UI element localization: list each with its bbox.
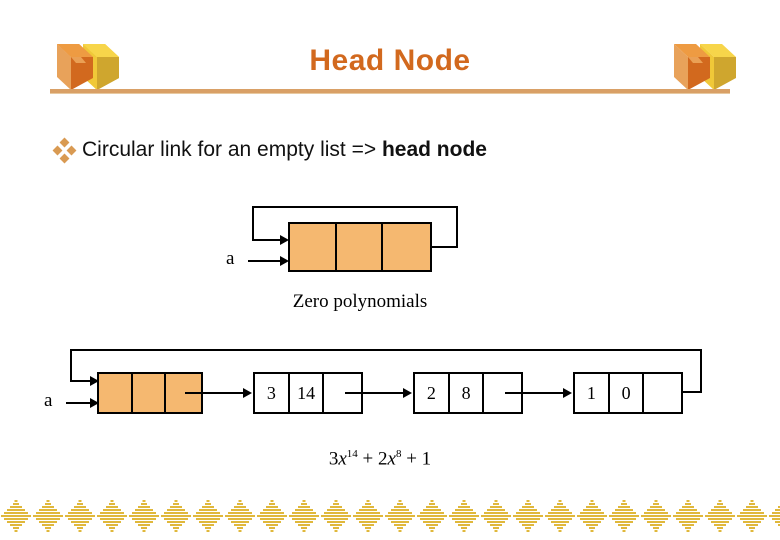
fig2-caption-c1: 3 <box>328 448 339 470</box>
striped-diamond-icon <box>64 500 96 538</box>
fig2-node-3-coef: 1 <box>575 374 610 412</box>
fig2-node-3-link <box>644 374 681 412</box>
striped-diamond-icon <box>192 500 224 538</box>
fig2-loop-arrowhead <box>90 376 99 386</box>
fig1-head-cell-1 <box>336 224 384 270</box>
footer-diamond-band <box>0 500 780 540</box>
striped-diamond-icon <box>224 500 256 538</box>
diamond-cluster-bullet-icon <box>52 137 78 164</box>
fig1-caption: Zero polynomials <box>292 291 428 312</box>
striped-diamond-icon <box>608 500 640 538</box>
striped-diamond-icon <box>768 500 780 538</box>
fig2-pointer-wire <box>66 402 96 404</box>
fig2-caption-op1: + <box>357 448 378 470</box>
fig2-node-1-arrowhead <box>403 388 412 398</box>
fig1-head-cell-0 <box>290 224 337 270</box>
fig1-pointer-label: a <box>226 248 235 269</box>
fig2-pointer-arrowhead <box>90 398 99 408</box>
fig2-node-3: 1 0 <box>573 372 683 414</box>
striped-diamond-icon <box>128 500 160 538</box>
fig1-pointer-arrowhead <box>280 256 289 266</box>
fig1-head-node <box>288 222 432 272</box>
fig2-head-cell-1 <box>132 374 167 412</box>
striped-diamond-icon <box>640 500 672 538</box>
fig2-caption-v1: x <box>338 448 347 470</box>
fig2-node-1: 3 14 <box>253 372 363 414</box>
fig2-caption-c2: 2 <box>378 448 388 470</box>
striped-diamond-icon <box>512 500 544 538</box>
striped-diamond-icon <box>544 500 576 538</box>
fig2-node-1-coef: 3 <box>255 374 290 412</box>
fig1-loop-arrowhead <box>280 235 289 245</box>
double-cube-icon-right <box>662 40 740 92</box>
fig2-head-node <box>97 372 203 414</box>
fig1-loop-right-wire <box>456 206 458 248</box>
striped-diamond-icon <box>480 500 512 538</box>
fig2-loop-top-wire <box>70 349 702 351</box>
fig2-head-link-wire <box>185 392 247 394</box>
fig1-head-cell-2 <box>383 224 430 270</box>
fig1-loop-left-wire <box>252 206 254 240</box>
fig2-caption: 3x14 + 2x8 + 1 <box>230 448 530 470</box>
fig2-head-cell-0 <box>99 374 133 412</box>
title-divider <box>50 89 730 93</box>
double-cube-icon-left <box>45 40 123 92</box>
fig2-node-2-exp: 8 <box>450 374 485 412</box>
bullet-text: Circular link for an empty list => head … <box>82 138 487 162</box>
fig2-head-link-arrowhead <box>243 388 252 398</box>
striped-diamond-icon <box>96 500 128 538</box>
striped-diamond-icon <box>704 500 736 538</box>
fig2-node-2-link-wire <box>505 392 567 394</box>
title-divider-shadow <box>50 93 730 94</box>
fig2-caption-e1: 14 <box>346 448 358 460</box>
double-cube-icon-left-svg <box>57 44 119 90</box>
bullet-text-emphasis: head node <box>381 138 487 161</box>
bullet-text-plain: Circular link for an empty list => <box>82 138 382 161</box>
fig2-loop-into-node-wire <box>70 380 96 382</box>
striped-diamond-icon <box>576 500 608 538</box>
striped-diamond-icon <box>320 500 352 538</box>
striped-diamond-icon <box>32 500 64 538</box>
fig2-loop-left-wire <box>70 349 72 381</box>
fig2-loop-right-wire <box>700 349 702 393</box>
fig2-node-1-exp: 14 <box>290 374 325 412</box>
fig1-pointer-wire <box>248 260 284 262</box>
striped-diamond-icon <box>288 500 320 538</box>
striped-diamond-icon <box>448 500 480 538</box>
fig1-loop-into-node-wire <box>252 239 284 241</box>
fig2-node-2-coef: 2 <box>415 374 450 412</box>
striped-diamond-icon <box>736 500 768 538</box>
striped-diamond-icon <box>352 500 384 538</box>
fig2-node-2: 2 8 <box>413 372 523 414</box>
fig1-loop-top-wire <box>252 206 458 208</box>
striped-diamond-icon <box>0 500 32 538</box>
bullet-item: Circular link for an empty list => head … <box>52 133 752 167</box>
fig2-caption-e2: 8 <box>395 448 402 460</box>
fig2-node-3-exp: 0 <box>610 374 645 412</box>
fig2-node-2-arrowhead <box>563 388 572 398</box>
striped-diamond-icon <box>384 500 416 538</box>
fig2-caption-c3: 1 <box>421 448 432 470</box>
striped-diamond-icon <box>416 500 448 538</box>
fig2-pointer-label: a <box>44 390 53 411</box>
double-cube-icon-right-svg <box>674 44 736 90</box>
page-title: Head Node <box>309 44 471 77</box>
striped-diamond-icon <box>672 500 704 538</box>
striped-diamond-icon <box>160 500 192 538</box>
fig2-caption-v2: x <box>387 448 396 470</box>
striped-diamond-icon <box>256 500 288 538</box>
fig2-caption-op2: + <box>401 448 422 470</box>
fig2-node-1-link-wire <box>345 392 407 394</box>
